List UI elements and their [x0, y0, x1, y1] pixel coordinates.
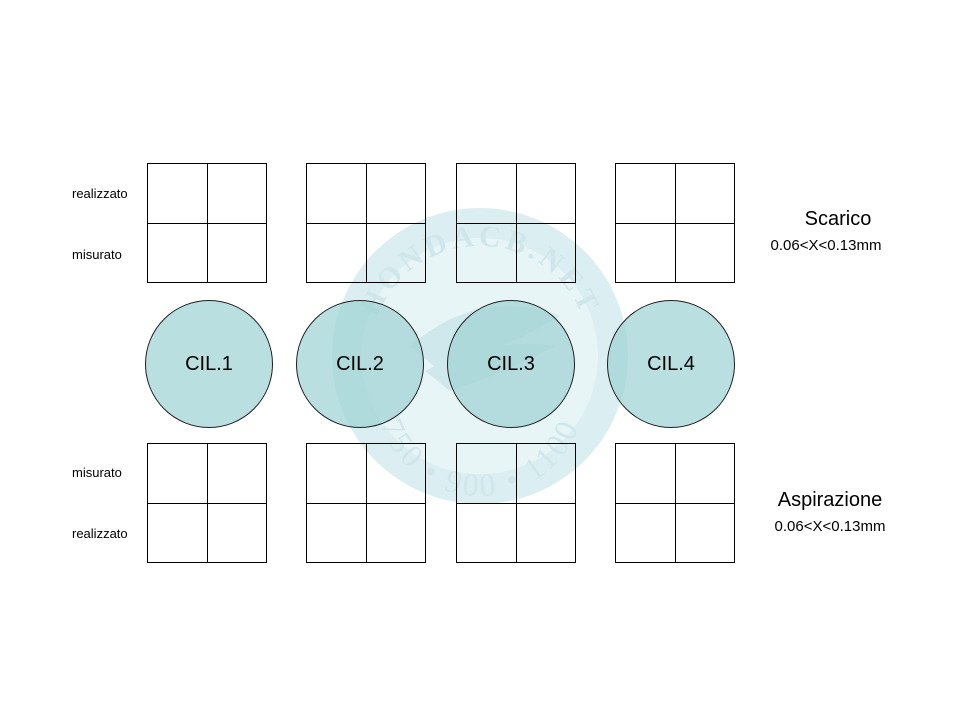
grid-cell[interactable] [516, 164, 576, 224]
grid-cell[interactable] [207, 164, 267, 224]
exhaust-tolerance: 0.06<X<0.13mm [770, 237, 882, 254]
cylinder-3: CIL.3 [447, 300, 575, 428]
grid-cell[interactable] [516, 223, 576, 283]
grid-cell[interactable] [366, 503, 426, 563]
cylinder-1: CIL.1 [145, 300, 273, 428]
intake-title: Aspirazione [777, 489, 883, 511]
exhaust-row-label-misurato: misurato [72, 247, 122, 262]
grid-cell[interactable] [616, 503, 676, 563]
grid-cell[interactable] [457, 164, 517, 224]
grid-cell[interactable] [675, 444, 735, 504]
intake-grid-cil4 [615, 443, 735, 563]
grid-cell[interactable] [148, 164, 208, 224]
cylinder-4-label: CIL.4 [647, 352, 695, 375]
exhaust-row-label-realizzato: realizzato [72, 186, 128, 201]
grid-cell[interactable] [616, 223, 676, 283]
grid-cell[interactable] [307, 223, 367, 283]
grid-cell[interactable] [516, 503, 576, 563]
exhaust-grid-cil2 [306, 163, 426, 283]
grid-cell[interactable] [366, 164, 426, 224]
grid-cell[interactable] [675, 223, 735, 283]
grid-cell[interactable] [207, 223, 267, 283]
grid-cell[interactable] [148, 223, 208, 283]
grid-cell[interactable] [148, 444, 208, 504]
grid-cell[interactable] [366, 444, 426, 504]
intake-row-label-realizzato: realizzato [72, 526, 128, 541]
cylinder-2: CIL.2 [296, 300, 424, 428]
exhaust-title: Scarico [804, 208, 872, 230]
intake-tolerance: 0.06<X<0.13mm [774, 518, 886, 535]
intake-grid-cil2 [306, 443, 426, 563]
grid-cell[interactable] [616, 164, 676, 224]
cylinder-4: CIL.4 [607, 300, 735, 428]
exhaust-grid-cil1 [147, 163, 267, 283]
cylinder-1-label: CIL.1 [185, 352, 233, 375]
grid-cell[interactable] [307, 164, 367, 224]
grid-cell[interactable] [675, 164, 735, 224]
cylinder-3-label: CIL.3 [487, 352, 535, 375]
grid-cell[interactable] [616, 444, 676, 504]
intake-row-label-misurato: misurato [72, 465, 122, 480]
intake-grid-cil1 [147, 443, 267, 563]
grid-cell[interactable] [675, 503, 735, 563]
grid-cell[interactable] [148, 503, 208, 563]
grid-cell[interactable] [307, 503, 367, 563]
exhaust-grid-cil3 [456, 163, 576, 283]
grid-cell[interactable] [307, 444, 367, 504]
grid-cell[interactable] [457, 503, 517, 563]
grid-cell[interactable] [207, 444, 267, 504]
grid-cell[interactable] [366, 223, 426, 283]
grid-cell[interactable] [457, 444, 517, 504]
intake-grid-cil3 [456, 443, 576, 563]
grid-cell[interactable] [457, 223, 517, 283]
cylinder-2-label: CIL.2 [336, 352, 384, 375]
exhaust-grid-cil4 [615, 163, 735, 283]
grid-cell[interactable] [207, 503, 267, 563]
grid-cell[interactable] [516, 444, 576, 504]
